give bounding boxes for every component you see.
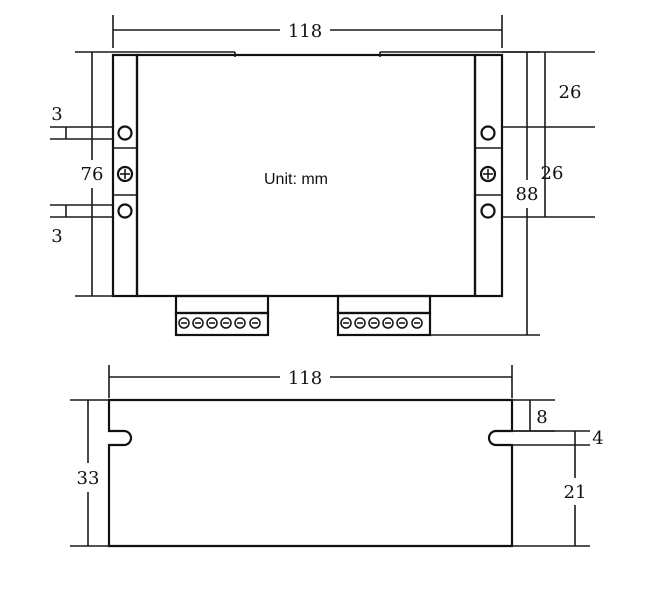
side-width-dimension: 118 bbox=[108, 365, 513, 398]
terminal-block-right bbox=[336, 294, 432, 337]
left-mounting-hole-bottom bbox=[117, 203, 133, 219]
height-88-label: 88 bbox=[516, 184, 539, 205]
offset-top-dimension: 26 bbox=[502, 51, 595, 128]
height-76-label: 76 bbox=[81, 164, 104, 185]
right-mounting-hole-bottom bbox=[480, 203, 496, 219]
bottom-label: 21 bbox=[564, 482, 587, 503]
terminal-block-left bbox=[174, 294, 270, 337]
top-width-label: 118 bbox=[288, 21, 322, 42]
height-dimension-88: 88 bbox=[430, 51, 540, 336]
side-profile bbox=[107, 398, 514, 548]
top-view: 118 bbox=[50, 15, 595, 337]
side-height-label: 33 bbox=[77, 468, 100, 489]
slot-height-label: 4 bbox=[592, 428, 603, 449]
slot-top-dimension: 3 bbox=[50, 104, 113, 140]
right-mounting-hole-top bbox=[480, 125, 496, 141]
top-width-dimension: 118 bbox=[112, 15, 503, 48]
slot-offset-label: 8 bbox=[536, 407, 547, 428]
slot-offset-dimension: 8 bbox=[512, 399, 555, 432]
unit-note: Unit: mm bbox=[264, 171, 328, 188]
bottom-dimension: 21 bbox=[512, 445, 590, 547]
height-dimension-76: 76 bbox=[75, 51, 113, 297]
side-height-dimension: 33 bbox=[70, 399, 109, 547]
slot-bottom-label: 3 bbox=[51, 226, 62, 247]
right-screw bbox=[479, 165, 497, 183]
driver-body: Unit: mm bbox=[111, 51, 504, 337]
hole-spacing-dimension: 26 bbox=[502, 127, 595, 218]
slot-height-dimension: 4 bbox=[512, 428, 604, 449]
offset-top-label: 26 bbox=[559, 82, 582, 103]
slot-top-label: 3 bbox=[51, 104, 62, 125]
side-width-label: 118 bbox=[288, 368, 322, 389]
left-mounting-hole-top bbox=[117, 125, 133, 141]
main-housing bbox=[135, 53, 477, 298]
left-screw bbox=[116, 165, 134, 183]
hole-spacing-label: 26 bbox=[541, 163, 564, 184]
slot-bottom-dimension: 3 bbox=[50, 204, 113, 247]
side-view: 118 33 8 4 bbox=[70, 365, 604, 548]
